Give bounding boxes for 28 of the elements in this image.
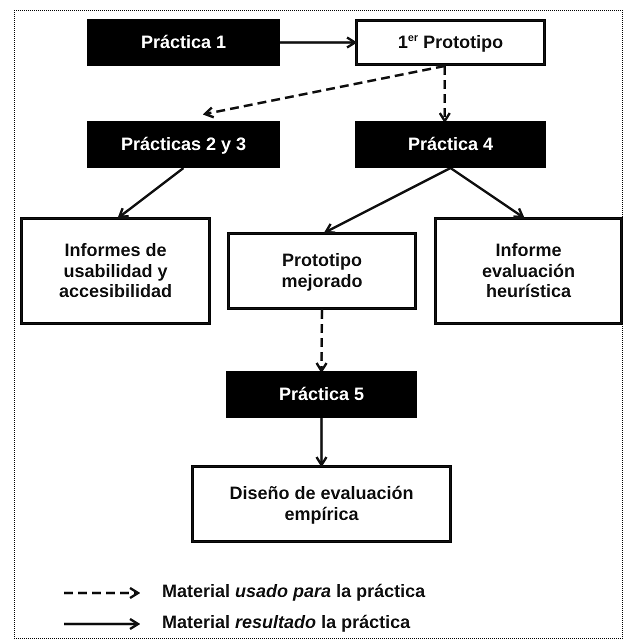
node-label: Prácticas 2 y 3 bbox=[120, 134, 246, 155]
practice-box bbox=[355, 121, 546, 168]
node-label: 1$^{er}$ Prototipo bbox=[398, 32, 504, 53]
node-label: Práctica 4 bbox=[408, 134, 494, 155]
practice-box bbox=[87, 121, 280, 168]
dashed-arrow bbox=[204, 64, 446, 119]
dashed-arrow bbox=[438, 66, 452, 122]
arrow bbox=[324, 166, 452, 234]
arrow bbox=[280, 36, 356, 49]
arrow bbox=[315, 418, 328, 466]
node-label: Informes de usabilidad y accesibilidad bbox=[58, 240, 174, 302]
output-box bbox=[227, 232, 417, 310]
output-box bbox=[434, 217, 623, 325]
dashed-arrow bbox=[315, 310, 328, 372]
output-box bbox=[191, 465, 452, 543]
node-label: Práctica 5 bbox=[278, 384, 364, 405]
node-label: Práctica 1 bbox=[140, 32, 226, 53]
output-box bbox=[20, 217, 211, 325]
arrow bbox=[118, 167, 184, 218]
legend-label: Material resultado la práctica bbox=[162, 612, 410, 633]
node-label: Informe evaluación heurística bbox=[480, 240, 576, 302]
practice-box bbox=[226, 371, 417, 418]
node-label: Diseño de evaluación empírica bbox=[228, 483, 415, 525]
practice-box bbox=[87, 19, 280, 66]
arrow bbox=[450, 166, 524, 218]
legend-label: Material usado para la práctica bbox=[162, 581, 426, 602]
node-label: Prototipo mejorado bbox=[280, 250, 364, 292]
output-box bbox=[355, 19, 546, 66]
